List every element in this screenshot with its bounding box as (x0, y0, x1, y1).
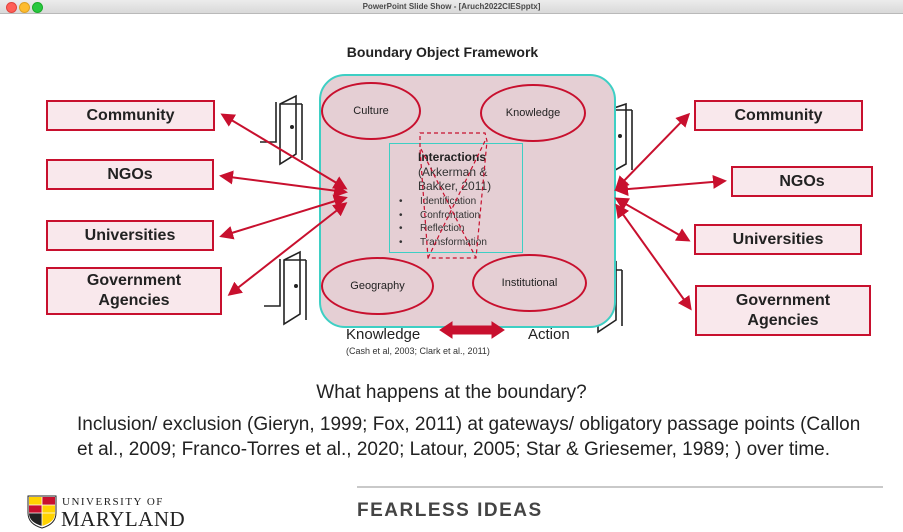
list-item: Reflection (396, 222, 487, 236)
right-government-box: Government Agencies (695, 285, 871, 336)
list-item: Transformation (396, 236, 487, 250)
arrow (615, 203, 692, 311)
left-universities-box: Universities (46, 220, 214, 251)
left-government-box: Government Agencies (46, 267, 222, 315)
footer-divider (357, 486, 883, 488)
knowledge-ellipse: Knowledge (480, 84, 586, 142)
left-community-box: Community (46, 100, 215, 131)
box-label: Universities (84, 226, 176, 244)
culture-label: Culture (353, 105, 389, 117)
interactions-title: Interactions (418, 150, 487, 164)
knowledge-ellipse-label: Knowledge (505, 107, 561, 119)
slide-canvas[interactable]: Boundary Object Framework (0, 14, 903, 532)
right-ngos-box: NGOs (731, 166, 873, 197)
boundary-paragraph: Inclusion/ exclusion (Gieryn, 1999; Fox,… (77, 414, 861, 460)
arrow (220, 113, 348, 190)
right-universities-box: Universities (694, 224, 862, 255)
fearless-ideas-tagline: FEARLESS IDEAS (357, 500, 543, 521)
box-label: NGOs (779, 172, 825, 190)
knowledge-label: Knowledge (346, 326, 421, 343)
box-label: Community (86, 106, 175, 124)
box-label: Government Agencies (86, 272, 182, 309)
right-community-box: Community (694, 100, 863, 131)
maryland-shield-icon (27, 495, 57, 529)
window-title: PowerPoint Slide Show - [Aruch2022CIESpp… (362, 2, 541, 11)
maryland-wordmark: MARYLAND (61, 507, 186, 531)
box-label: NGOs (107, 165, 153, 183)
left-ngos-box: NGOs (46, 159, 214, 190)
geography-label: Geography (350, 280, 405, 292)
box-label: Community (734, 106, 823, 124)
arrow (227, 202, 348, 296)
window-titlebar: PowerPoint Slide Show - [Aruch2022CIESpp… (0, 0, 903, 14)
minimize-window-button[interactable] (19, 2, 30, 13)
culture-ellipse: Culture (321, 82, 421, 140)
university-of-label: UNIVERSITY OF (62, 496, 164, 508)
box-label: Universities (732, 230, 824, 248)
dashed-overlay (419, 132, 488, 259)
interactions-citation: (Akkerman & Bakker, 2011) (418, 165, 492, 193)
arrows-layer (219, 112, 727, 339)
institutional-ellipse: Institutional (472, 254, 587, 312)
knowledge-action-citation: (Cash et al, 2003; Clark et al., 2011) (346, 346, 490, 356)
arrow (219, 170, 348, 198)
institutional-label: Institutional (501, 277, 558, 289)
arrow (219, 194, 348, 240)
knowledge-action-arrow (439, 321, 505, 339)
boundary-question: What happens at the boundary? (316, 382, 587, 403)
arrow (614, 112, 691, 191)
box-label: Government Agencies (735, 291, 831, 329)
interactions-box (389, 143, 523, 253)
slide-heading: Boundary Object Framework (346, 44, 539, 60)
fullscreen-window-button[interactable] (32, 2, 43, 13)
close-window-button[interactable] (6, 2, 17, 13)
arrow (614, 174, 727, 197)
action-label: Action (528, 326, 570, 343)
list-item: Confrontation (396, 209, 487, 223)
